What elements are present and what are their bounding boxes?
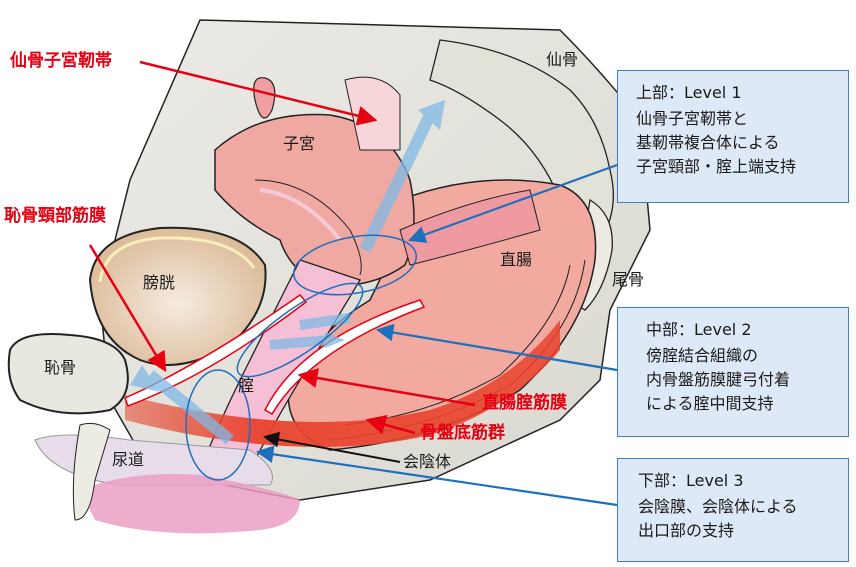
level1-arrow [359,112,436,253]
label-perineal-body: 会陰体 [403,452,452,471]
level3-leader [255,445,618,507]
label-pelvic-floor-muscles: 骨盤底筋群 [420,423,505,443]
label-bladder: 膀胱 [143,273,176,292]
pubocervical-leader [88,244,167,373]
perineum-shape [80,474,300,534]
level1-line: 仙骨子宮靭帯と [636,109,749,128]
level2-arrow-2 [299,313,351,330]
level1-box: 上部：Level 1 仙骨子宮靭帯と 基靭帯複合体による 子宮頸部・腟上端支持 [617,70,849,203]
label-sacrouterine-ligament: 仙骨子宮靭帯 [10,51,112,71]
level1-ellipse [292,234,418,296]
pubic-bone-shape [7,333,129,415]
level2-line: 傍腟結合組織の [646,346,759,365]
level3-arrow [146,370,234,445]
label-vagina: 腟 [238,376,255,395]
pelvic-floor-leader [365,415,416,435]
sacrouterine-leader [139,60,378,126]
level2-line: 内骨盤筋膜腱弓付着 [646,370,791,389]
label-coccyx: 尾骨 [612,270,645,289]
label-pubic-bone: 恥骨 [44,358,77,377]
level1-leader [407,163,618,244]
label-pubocervical-fascia: 恥骨頸部筋膜 [4,206,106,226]
label-rectovaginal-fascia: 直腸腟筋膜 [482,393,567,413]
label-rectum: 直腸 [500,250,533,269]
level1-line: 子宮頸部・腟上端支持 [636,157,797,176]
label-sacrum: 仙骨 [546,50,579,69]
rectovaginal-leader [297,368,476,407]
level2-leader [375,323,618,372]
perineal-body-leader [263,431,401,463]
level1-line: 基靭帯複合体による [636,133,780,152]
level2-ellipse [236,282,364,378]
bladder-shape [88,226,267,366]
label-urethra: 尿道 [112,450,145,469]
pelvic-floor-muscle-band [125,320,560,447]
level2-title: 中部：Level 2 [646,320,752,339]
level3-line: 出口部の支持 [638,521,735,540]
label-uterus: 子宮 [283,134,316,153]
level1-title: 上部：Level 1 [636,83,742,102]
level3-line: 会陰膜、会陰体による [638,497,798,516]
level3-title: 下部：Level 3 [638,471,744,490]
level2-box: 中部：Level 2 傍腟結合組織の 内骨盤筋膜腱弓付着 による腟中間支持 [617,307,849,437]
level2-line: による腟中間支持 [646,394,774,413]
level3-box: 下部：Level 3 会陰膜、会陰体による 出口部の支持 [617,458,849,562]
level2-arrow-1 [269,335,331,350]
level3-ellipse [185,369,251,481]
support-arrows [130,100,445,445]
